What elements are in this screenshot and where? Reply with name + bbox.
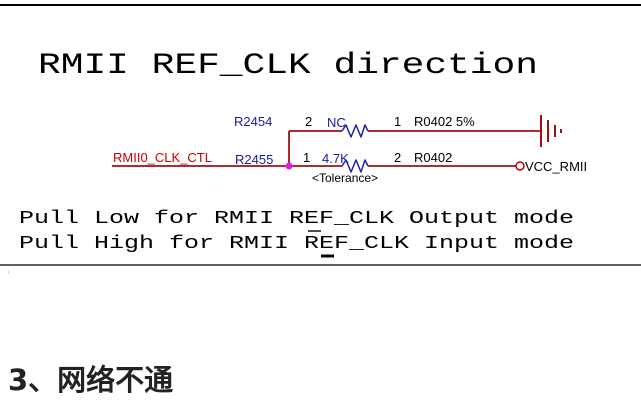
tolerance-r2455: <Tolerance>	[312, 171, 378, 185]
junction-dot	[285, 162, 293, 170]
refdes-r2454: R2454	[234, 114, 272, 129]
section-heading: 3、网络不通	[8, 363, 174, 397]
net-label-power: VCC_RMII	[525, 159, 587, 174]
note-pull-high: Pull High for RMII REF_CLK Input mode	[19, 233, 574, 254]
footprint-r2454: R0402 5%	[414, 114, 475, 129]
note-pull-low: Pull Low for RMII REF_CLK Output mode	[19, 208, 574, 229]
refdes-r2455: R2455	[235, 152, 273, 167]
value-r2454: NC	[327, 115, 346, 130]
net-label-signal: RMII0_CLK_CTL	[113, 150, 212, 165]
pin-label-r2454-right: 1	[394, 114, 401, 129]
schematic-diagram: RMII REF_CLK direction R2454 2 NC 1 R040…	[0, 4, 641, 273]
pin-label-r2455-right: 2	[394, 150, 401, 165]
pin-label-r2454-left: 2	[305, 114, 312, 129]
resistor-r2454-zigzag	[341, 124, 369, 138]
value-r2455: 4.7K	[322, 151, 349, 166]
footprint-r2455: R0402	[414, 150, 452, 165]
diagram-title: RMII REF_CLK direction	[38, 49, 538, 83]
pin-label-r2455-left: 1	[303, 150, 310, 165]
power-port-icon	[515, 161, 525, 171]
resistor-r2455-zigzag	[341, 159, 369, 173]
ground-icon	[540, 115, 562, 147]
